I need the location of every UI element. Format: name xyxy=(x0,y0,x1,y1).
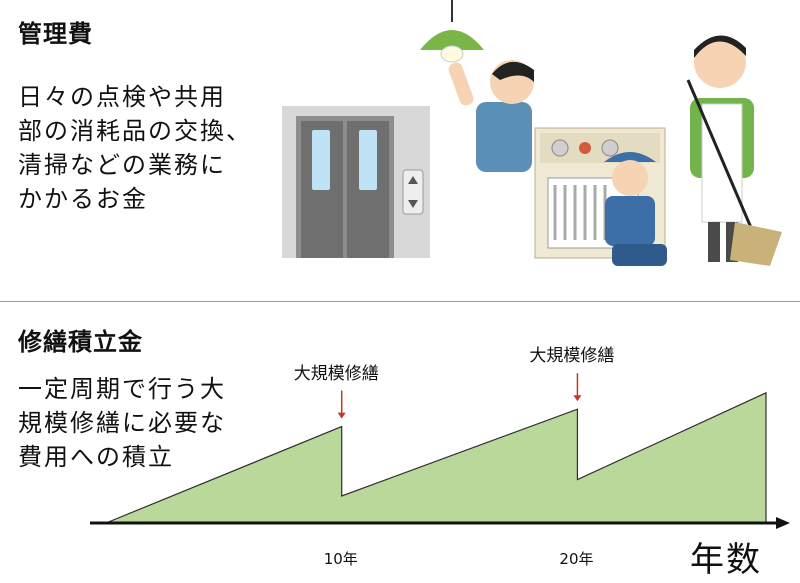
x-axis-arrowhead xyxy=(776,517,790,529)
management-fee-title: 管理費 xyxy=(18,20,93,48)
janitor-with-broom-icon xyxy=(686,35,782,266)
annotation-arrowhead-1 xyxy=(337,412,346,419)
elevator-icon xyxy=(282,106,430,258)
repair-reserve-title: 修繕積立金 xyxy=(18,328,143,356)
annotation-major-repair-1: 大規模修繕 xyxy=(293,363,379,384)
x-tick-label-20: 20年 xyxy=(559,550,594,568)
x-axis-title: 年数 xyxy=(690,540,762,580)
x-tick-label-10: 10年 xyxy=(323,550,358,568)
annotation-arrowhead-2 xyxy=(573,395,582,402)
maintenance-worker-icon xyxy=(448,60,534,172)
annotation-major-repair-2: 大規模修繕 xyxy=(529,346,615,367)
pendant-lamp-icon xyxy=(420,0,484,63)
reserve-area xyxy=(105,391,767,524)
section-divider xyxy=(0,301,800,302)
management-fee-description: 日々の点検や共用 部の消耗品の交換、 清掃などの業務に かかるお金 xyxy=(18,83,252,213)
repair-reserve-description: 一定周期で行う大 規模修繕に必要な 費用への積立 xyxy=(18,375,226,471)
illustrations xyxy=(282,0,782,266)
inspection-worker-icon xyxy=(604,152,667,266)
